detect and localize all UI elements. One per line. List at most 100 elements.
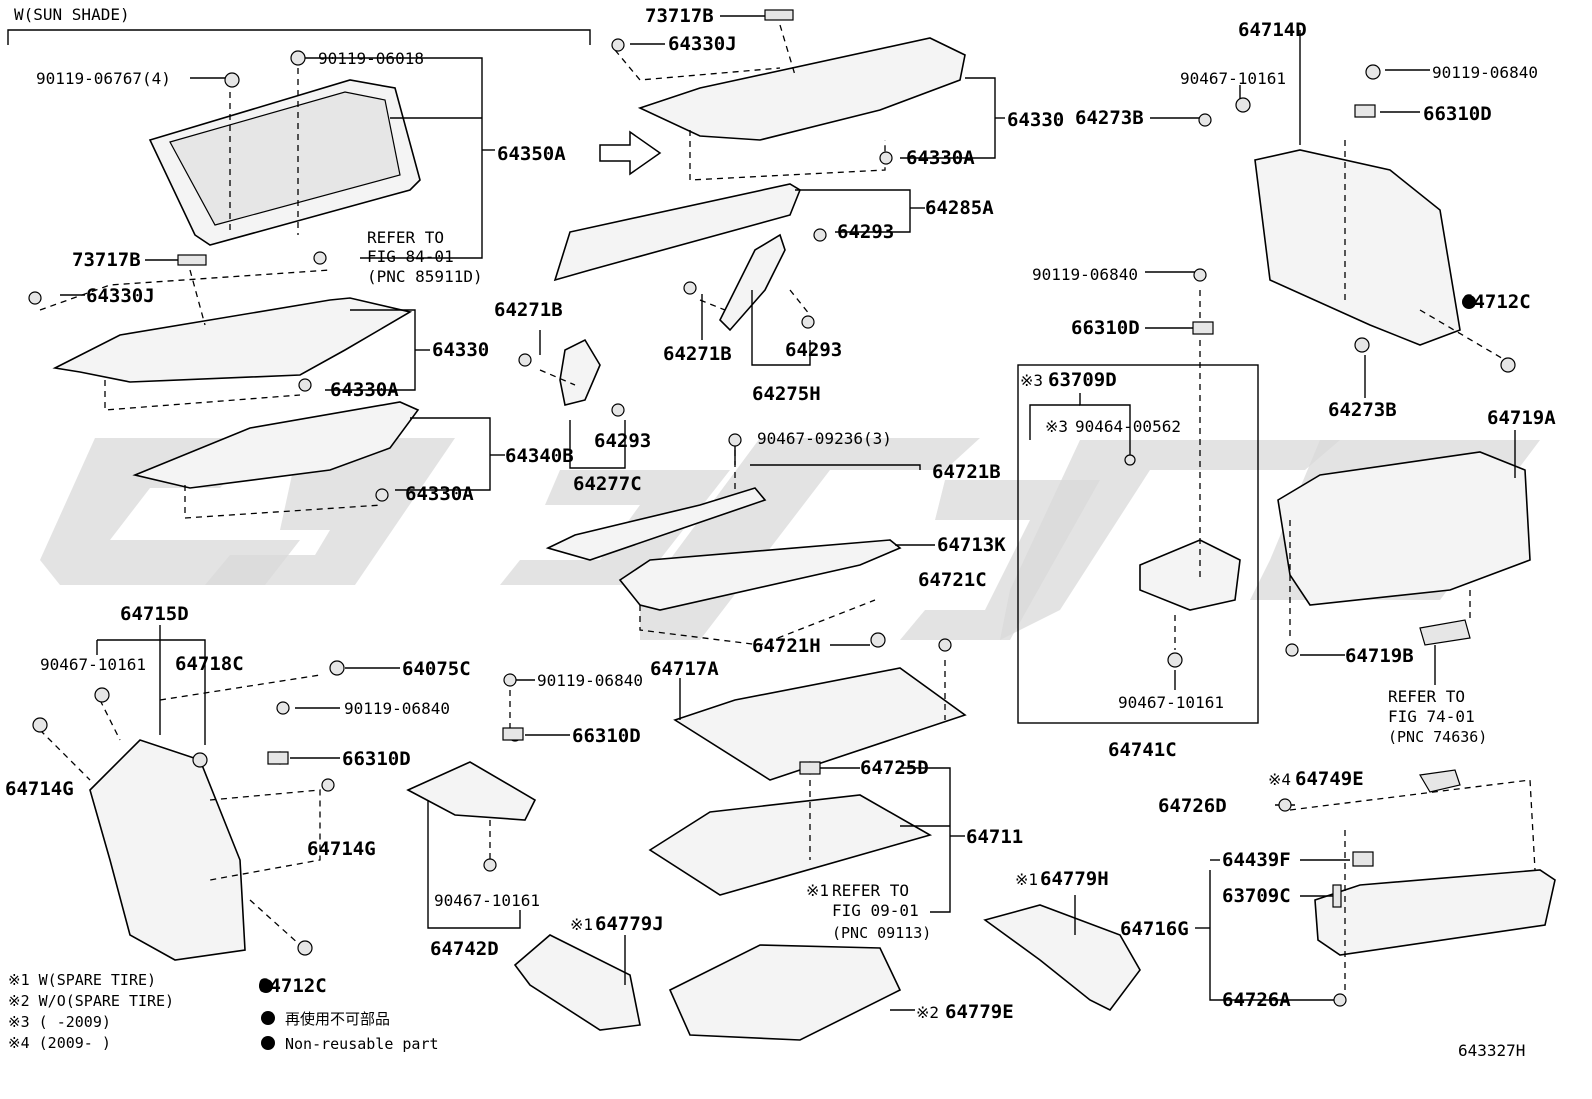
package-tray-left	[52, 297, 413, 383]
screw-icon	[503, 673, 517, 687]
label-90467-10161-a: 90467-10161	[1180, 69, 1286, 88]
label-64271b-a: 64271B	[494, 299, 563, 321]
label-refer-09-3: (PNC 09113)	[832, 924, 931, 942]
label-64330-left: 64330	[432, 339, 489, 361]
screw-icon	[32, 717, 48, 733]
label-66310d-d: 66310D	[572, 725, 641, 747]
label-64293-a: 64293	[837, 221, 894, 243]
label-73717b-left: 73717B	[72, 249, 141, 271]
label-64715d: 64715D	[120, 603, 189, 625]
label-90467-10161-d: 90467-10161	[434, 891, 540, 910]
side-trim-64714d	[1254, 149, 1461, 346]
label-64718c: 64718C	[175, 653, 244, 675]
label-90119-06018: 90119-06018	[318, 49, 424, 68]
mark-n4: ※4	[1268, 770, 1291, 789]
label-66310d-c: 66310D	[342, 748, 411, 770]
screw-icon	[28, 291, 42, 305]
label-63709c: 63709C	[1222, 885, 1291, 907]
screw-icon	[1193, 268, 1207, 282]
label-64293-b: 64293	[785, 339, 842, 361]
label-90119-06840-c: 90119-06840	[344, 699, 450, 718]
label-90467-10161-c: 90467-10161	[40, 655, 146, 674]
label-64716g: 64716G	[1120, 918, 1189, 940]
legend-note-4: ※4 (2009- )	[8, 1034, 111, 1052]
label-64285a: 64285A	[925, 197, 994, 219]
label-64712c-b: 64712C	[258, 975, 327, 997]
direction-arrow-icon	[599, 130, 662, 176]
screw-icon	[611, 38, 625, 52]
package-tray-upper	[637, 37, 966, 141]
sunshade-section: W(SUN SHADE)	[7, 5, 591, 45]
clip-icon	[518, 353, 532, 367]
label-64721h: 64721H	[752, 635, 821, 657]
label-64273b-a: 64273B	[1075, 107, 1144, 129]
nut-icon	[1192, 321, 1214, 335]
mark-n3-b: ※3	[1045, 417, 1068, 436]
mark-n1-c: ※1	[1015, 870, 1038, 889]
label-66310d-a: 66310D	[1423, 103, 1492, 125]
clip-icon	[870, 632, 886, 648]
label-64714g-a: 64714G	[5, 778, 74, 800]
non-reusable-dot-icon	[1462, 295, 1476, 309]
label-64350a: 64350A	[497, 143, 566, 165]
clip-icon	[1278, 798, 1292, 812]
label-refer-74-1: REFER TO	[1388, 687, 1465, 706]
non-reusable-dot-icon	[259, 979, 273, 993]
floor-board-64717a	[673, 667, 967, 781]
label-64719b: 64719B	[1345, 645, 1414, 667]
mark-n3-a: ※3	[1020, 371, 1043, 390]
nut-icon	[502, 727, 524, 741]
dashed-guides	[39, 24, 1536, 990]
clip-icon	[94, 687, 110, 703]
label-64293-c: 64293	[594, 430, 651, 452]
screw-icon	[1365, 64, 1381, 80]
label-64741c: 64741C	[1108, 739, 1177, 761]
leader-lines	[60, 15, 1516, 1011]
label-64330a-left: 64330A	[330, 379, 399, 401]
clip-icon	[1124, 454, 1136, 466]
clip-icon	[611, 403, 625, 417]
clip-icon	[1167, 652, 1183, 668]
label-64277c: 64277C	[573, 473, 642, 495]
label-73717b-top: 73717B	[645, 5, 714, 27]
label-64713k: 64713K	[937, 534, 1006, 556]
label-refer-84-1: REFER TO	[367, 228, 444, 247]
label-63709d: 63709D	[1048, 369, 1117, 391]
legend-dot-icon	[261, 1036, 275, 1050]
clip-icon	[801, 315, 815, 329]
part-shapes	[52, 37, 1556, 1041]
label-64779e: 64779E	[945, 1001, 1014, 1023]
clip-icon	[1235, 97, 1251, 113]
label-64726a: 64726A	[1222, 989, 1291, 1011]
label-refer-74-3: (PNC 74636)	[1388, 728, 1487, 746]
label-64712c-a: 64712C	[1462, 291, 1531, 313]
tray-64779e	[668, 944, 902, 1041]
nut-icon	[1354, 104, 1376, 118]
clip-icon	[297, 940, 313, 956]
label-64779h: 64779H	[1040, 868, 1109, 890]
label-refer-74-2: FIG 74-01	[1388, 707, 1475, 726]
label-64714g-b: 64714G	[307, 838, 376, 860]
label-90467-09236: 90467-09236(3)	[757, 429, 892, 448]
trim-64721b	[545, 487, 767, 561]
label-64717a: 64717A	[650, 658, 719, 680]
label-90119-06767: 90119-06767(4)	[36, 69, 171, 88]
label-64439f: 64439F	[1222, 849, 1291, 871]
label-64330a-top: 64330A	[906, 147, 975, 169]
clip-icon	[1285, 643, 1299, 657]
label-64273b-b: 64273B	[1328, 399, 1397, 421]
clip-icon	[298, 378, 312, 392]
label-66310d-b: 66310D	[1071, 317, 1140, 339]
trunk-mat-64711	[648, 794, 933, 896]
handle-64719b	[1419, 619, 1471, 646]
screw-icon	[290, 50, 306, 66]
legend-dot-icon	[261, 1011, 275, 1025]
clip-icon	[483, 858, 497, 872]
screw-icon	[276, 701, 290, 715]
clip-icon	[375, 488, 389, 502]
inset-box-64741c	[1017, 364, 1259, 724]
label-90119-06840-b: 90119-06840	[1032, 265, 1138, 284]
label-64340b: 64340B	[505, 445, 574, 467]
tray-trim-64340b	[132, 401, 420, 489]
